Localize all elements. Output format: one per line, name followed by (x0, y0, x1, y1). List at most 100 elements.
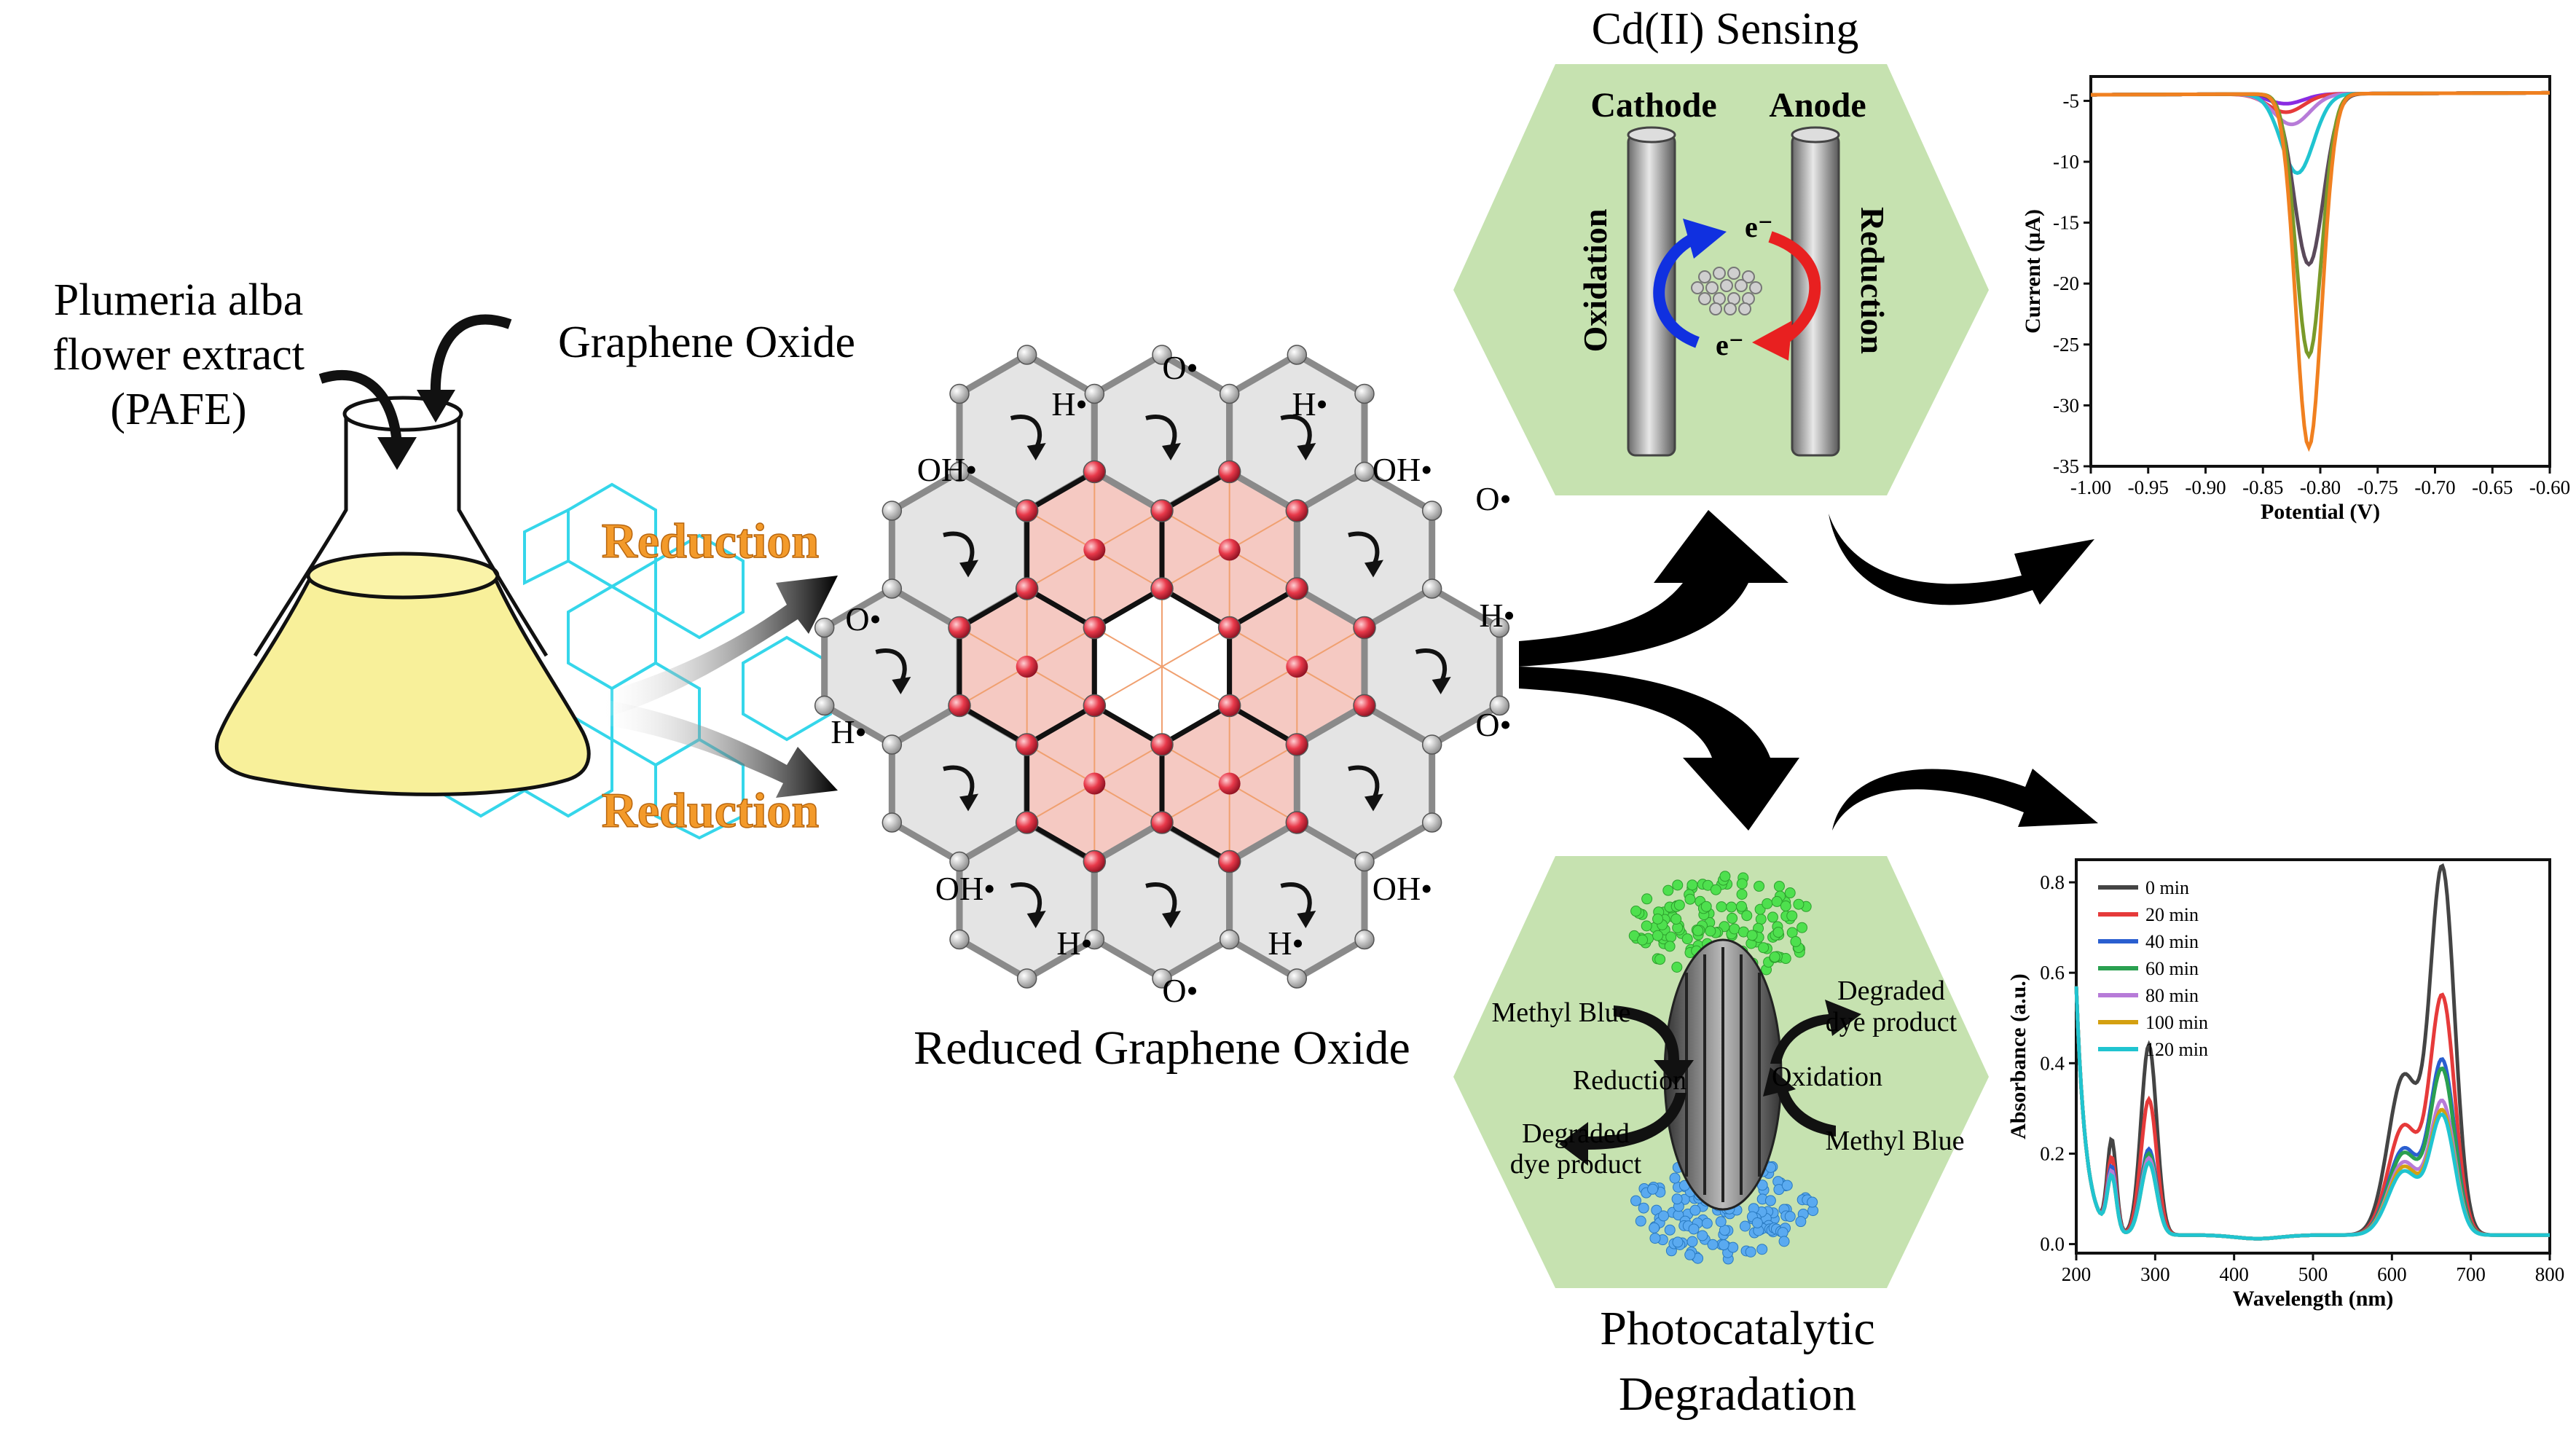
dye-particle-blue (1658, 1210, 1670, 1222)
dye-particle-blue (1649, 1233, 1661, 1244)
edge-atom (1421, 812, 1442, 833)
radical-arrow-icon (1010, 882, 1042, 918)
radical-arrow-icon (875, 648, 907, 684)
dye-particle-green (1684, 893, 1696, 905)
dye-particle-green (1754, 903, 1766, 915)
dye-particle-blue (1638, 1202, 1649, 1214)
edge-atom (881, 734, 903, 755)
radical-label: H• (1479, 597, 1515, 634)
bond-line (1229, 627, 1297, 667)
carbon-atom (1285, 499, 1309, 522)
x-tick-label: 500 (2298, 1263, 2328, 1285)
edge-atom (1219, 929, 1240, 950)
x-tick-label: 400 (2219, 1263, 2249, 1285)
electron-top-label: e⁻ (1745, 211, 1773, 243)
dye-particle-green (1769, 951, 1780, 962)
radical-arrow-icon (1010, 415, 1042, 450)
arrow-to-photocatalysis-icon (1519, 667, 1799, 831)
dye-particle-blue (1764, 1195, 1776, 1207)
cathode-label: Cathode (1590, 86, 1716, 125)
y-axis-label: Current (µA) (2021, 209, 2045, 334)
carbon-atom (1015, 811, 1039, 834)
bond-line (1093, 549, 1163, 589)
dye-particle-green (1641, 893, 1653, 905)
y-tick-label: -25 (2053, 334, 2079, 356)
carbon-atom (1083, 850, 1107, 874)
radical-label: O• (1475, 480, 1511, 517)
dye-particle-blue (1784, 1211, 1796, 1223)
dye-particle-green (1736, 901, 1748, 912)
photo-title-line2: Degradation (1619, 1368, 1856, 1421)
degraded-right-line2: dye product (1826, 1007, 1957, 1037)
edge-atom (1354, 851, 1375, 872)
edge-atom (1421, 501, 1442, 521)
cathode-rod (1627, 133, 1676, 457)
radical-arrow-icon (1145, 415, 1177, 450)
bond-line (1296, 666, 1365, 707)
dye-particle-blue (1707, 1239, 1719, 1250)
degraded-right-line1: Degraded (1837, 976, 1945, 1006)
radical-label: OH• (1373, 870, 1433, 907)
bond-line (1229, 666, 1297, 707)
voltammogram-series-line (2091, 90, 2550, 452)
dye-particle-green (1665, 931, 1677, 943)
reduction-label-bottom: Reduction (602, 782, 819, 838)
y-tick-label: -20 (2053, 272, 2079, 294)
degraded-left-line2: dye product (1510, 1149, 1642, 1180)
x-tick-label: -0.70 (2414, 476, 2455, 498)
dye-particle-blue (1664, 1224, 1676, 1236)
x-tick-label: -0.95 (2128, 476, 2169, 498)
bond-line (1161, 549, 1230, 589)
dye-particle-blue (1777, 1227, 1788, 1239)
dye-particle-green (1736, 888, 1748, 900)
dye-particle-blue (1671, 1193, 1683, 1205)
bond-line (1161, 627, 1230, 667)
flask-liquid (214, 577, 591, 796)
x-tick-label: -0.75 (2357, 476, 2398, 498)
radical-label: OH• (917, 451, 978, 488)
dye-particle-green (1637, 934, 1649, 946)
dye-particle-green (1705, 925, 1716, 937)
dye-particle-green (1652, 913, 1664, 925)
arrow-to-absorbance-icon (1832, 769, 2098, 831)
x-tick-label: -0.65 (2472, 476, 2513, 498)
dye-particle-green (1727, 912, 1738, 924)
sensing-title: Cd(II) Sensing (1592, 4, 1859, 54)
oxidation-arrowhead-icon (1683, 219, 1727, 259)
dye-particle-blue (1669, 1172, 1681, 1184)
radical-arrow-icon (1348, 765, 1380, 801)
dye-particle-blue (1715, 1216, 1727, 1228)
radical-arrowhead-icon (892, 677, 911, 694)
dye-particle-blue (1718, 1239, 1729, 1251)
y-axis-label: Absorbance (a.u.) (2006, 973, 2030, 1139)
photocatalysis-panel (1453, 856, 1989, 1288)
extract-label-line3: (PAFE) (110, 385, 246, 434)
dye-particle-green (1630, 906, 1642, 917)
carbon-atom (1083, 616, 1107, 640)
dye-particle-green (1780, 901, 1791, 912)
radical-arrowhead-icon (1162, 443, 1181, 460)
dye-particle-green (1670, 914, 1682, 925)
x-axis-label: Potential (V) (2261, 500, 2380, 524)
flask-group (214, 314, 832, 840)
edge-atom (949, 461, 970, 482)
carbon-atom (1285, 733, 1309, 756)
radical-label: OH• (1373, 451, 1433, 488)
y-tick-label: -15 (2053, 212, 2079, 234)
dye-particle-blue (1781, 1180, 1793, 1191)
dye-particle-blue (1739, 1220, 1751, 1232)
carbon-atom-center (1218, 538, 1241, 561)
bond-line (1093, 510, 1163, 551)
dye-particle-green (1746, 930, 1758, 941)
dye-particle-green (1786, 910, 1798, 922)
bond-line (1161, 510, 1230, 551)
dye-particle-blue (1684, 1249, 1696, 1260)
dye-particle-green (1692, 925, 1704, 936)
dye-particle-green (1716, 901, 1727, 913)
radical-arrow-icon (943, 531, 975, 568)
dye-particle-blue (1745, 1246, 1756, 1258)
radical-arrow-icon (1280, 882, 1312, 918)
edge-atom (1287, 968, 1308, 989)
dye-particle-green (1664, 941, 1676, 952)
